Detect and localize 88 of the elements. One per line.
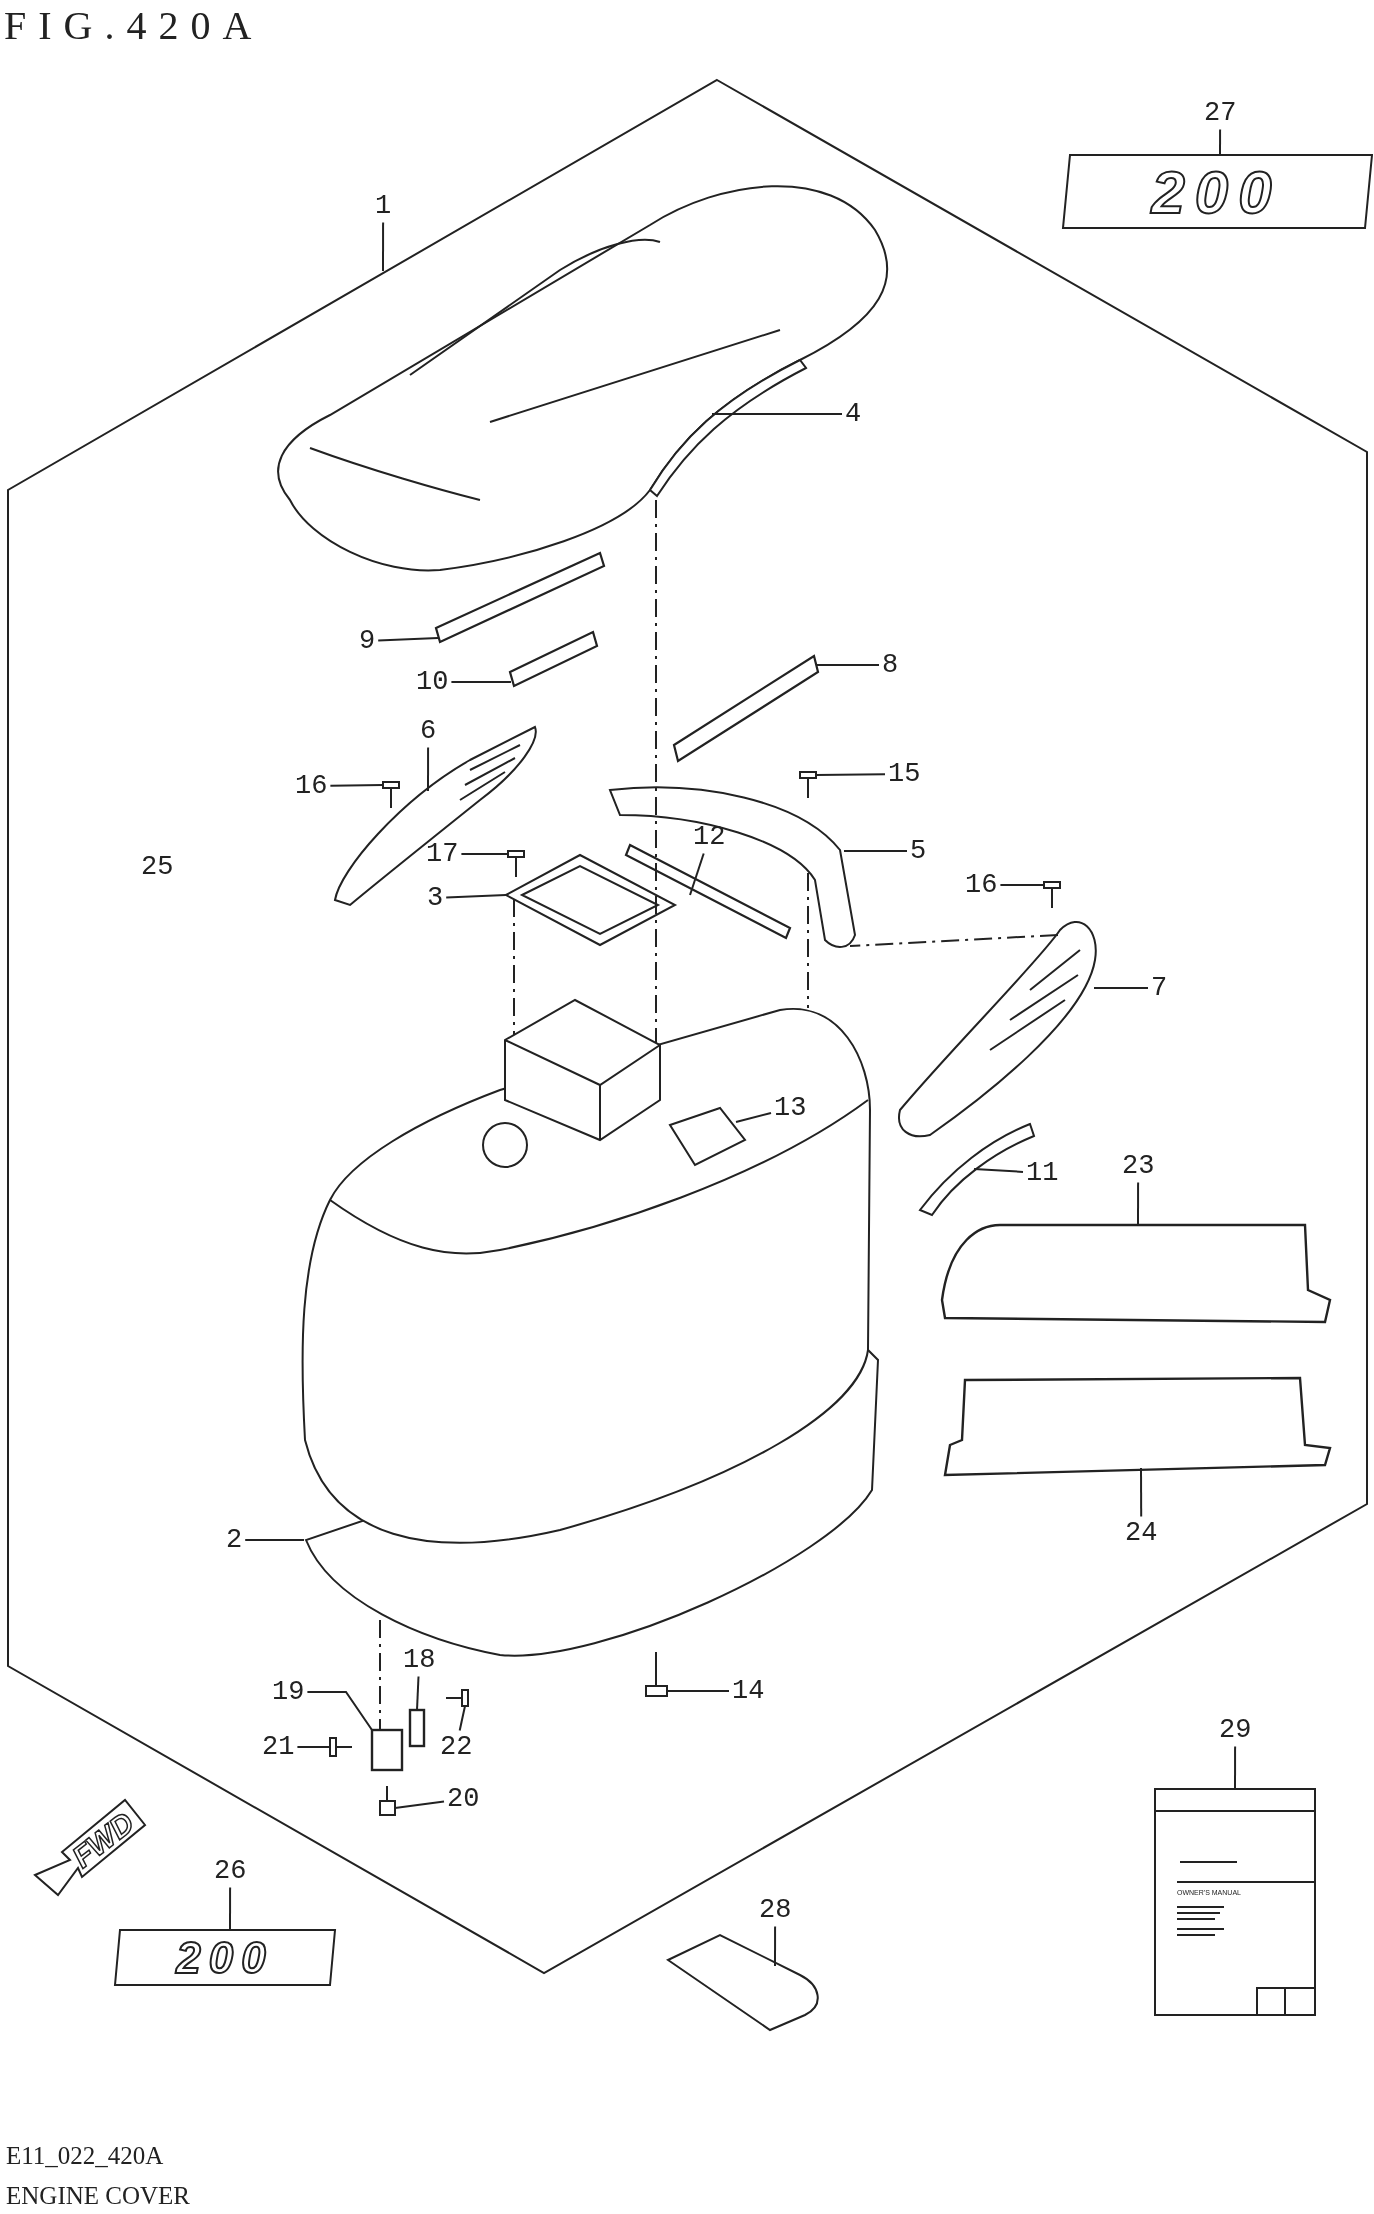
callout-number: 11 — [1026, 1159, 1059, 1187]
bracket — [408, 1708, 426, 1748]
bolt — [645, 1669, 668, 1697]
decal: 200 — [112, 1927, 338, 1988]
callout-number: 23 — [1122, 1152, 1155, 1180]
leader-line — [306, 1691, 373, 1731]
callout-number: 9 — [359, 627, 376, 655]
leader-line — [450, 681, 512, 683]
leader-line — [815, 664, 880, 666]
callout-number: 2 — [226, 1526, 243, 1554]
figure-title: FIG.420A — [4, 6, 264, 46]
leader-line — [382, 221, 385, 272]
leader-line — [689, 852, 705, 896]
screw — [507, 850, 525, 878]
callout-number: 4 — [845, 400, 862, 428]
screw — [329, 1737, 353, 1757]
callout-number: 22 — [440, 1733, 473, 1761]
callout-number: 21 — [262, 1733, 295, 1761]
screw — [445, 1689, 469, 1707]
leader-line — [1140, 1467, 1143, 1518]
tool-pouch — [667, 1934, 819, 2031]
seal-strip — [649, 359, 807, 497]
leader-line — [711, 413, 843, 415]
callout-number: 27 — [1204, 99, 1237, 127]
callout-number: 5 — [910, 837, 927, 865]
callout-number: 13 — [774, 1094, 807, 1122]
callout-number: 16 — [295, 772, 328, 800]
leader-line — [999, 884, 1045, 886]
callout-number: 7 — [1151, 974, 1168, 1002]
callout-number: 26 — [214, 1857, 247, 1885]
leader-line — [1137, 1181, 1140, 1226]
alignment-line — [513, 898, 515, 1036]
bracket — [370, 1728, 404, 1772]
screw — [382, 781, 400, 809]
callout-number: 16 — [965, 871, 998, 899]
leader-line — [1234, 1745, 1237, 1790]
alignment-line — [849, 934, 1059, 947]
leader-line — [735, 1112, 772, 1123]
leader-line — [666, 1690, 730, 1692]
leader-line — [774, 1925, 777, 1967]
callout-number: 14 — [732, 1677, 765, 1705]
leader-line — [843, 850, 908, 852]
callout-number: 1 — [375, 192, 392, 220]
decal: 200 — [1060, 152, 1373, 232]
drawing-code: E11_022_420A — [6, 2143, 164, 2168]
callout-number: 17 — [426, 840, 459, 868]
callout-number: 8 — [882, 651, 899, 679]
screw — [799, 771, 817, 799]
callout-number: 3 — [427, 884, 444, 912]
leader-line — [460, 853, 509, 855]
leader-line — [973, 1168, 1024, 1173]
top-cover — [277, 185, 889, 572]
leader-line — [296, 1746, 331, 1748]
decal — [943, 1376, 1332, 1477]
figure-caption: ENGINE COVER — [6, 2183, 190, 2208]
gasket — [503, 853, 678, 947]
alignment-line — [379, 1619, 381, 1731]
rubber-strip — [508, 630, 599, 688]
callout-number: 18 — [403, 1646, 436, 1674]
leader-line — [394, 1800, 445, 1809]
callout-number: 20 — [447, 1785, 480, 1813]
callout-number: 28 — [759, 1896, 792, 1924]
leader-line — [1093, 987, 1149, 989]
decal — [940, 1223, 1332, 1324]
rubber-strip — [672, 654, 820, 763]
leader-line — [815, 773, 886, 776]
alignment-line — [655, 1651, 657, 1671]
leader-line — [377, 637, 439, 642]
callout-number: 25 — [141, 853, 174, 881]
alignment-line — [807, 872, 809, 1009]
callout-number: 10 — [416, 668, 449, 696]
leader-line — [1219, 128, 1222, 156]
leader-line — [329, 784, 384, 787]
leader-line — [445, 894, 507, 899]
callout-number: 15 — [888, 760, 921, 788]
rubber-strip — [624, 843, 792, 940]
screw — [1043, 881, 1061, 909]
leader-line — [229, 1886, 232, 1931]
callout-number: 12 — [693, 823, 726, 851]
leader-line — [244, 1539, 305, 1541]
callout-number: 29 — [1219, 1716, 1252, 1744]
leader-line — [427, 746, 430, 792]
callout-number: 6 — [420, 717, 437, 745]
leader-line — [416, 1675, 420, 1711]
grommet — [379, 1785, 396, 1816]
leader-line — [458, 1705, 466, 1732]
callout-number: 19 — [272, 1678, 305, 1706]
callout-number: 24 — [1125, 1519, 1158, 1547]
